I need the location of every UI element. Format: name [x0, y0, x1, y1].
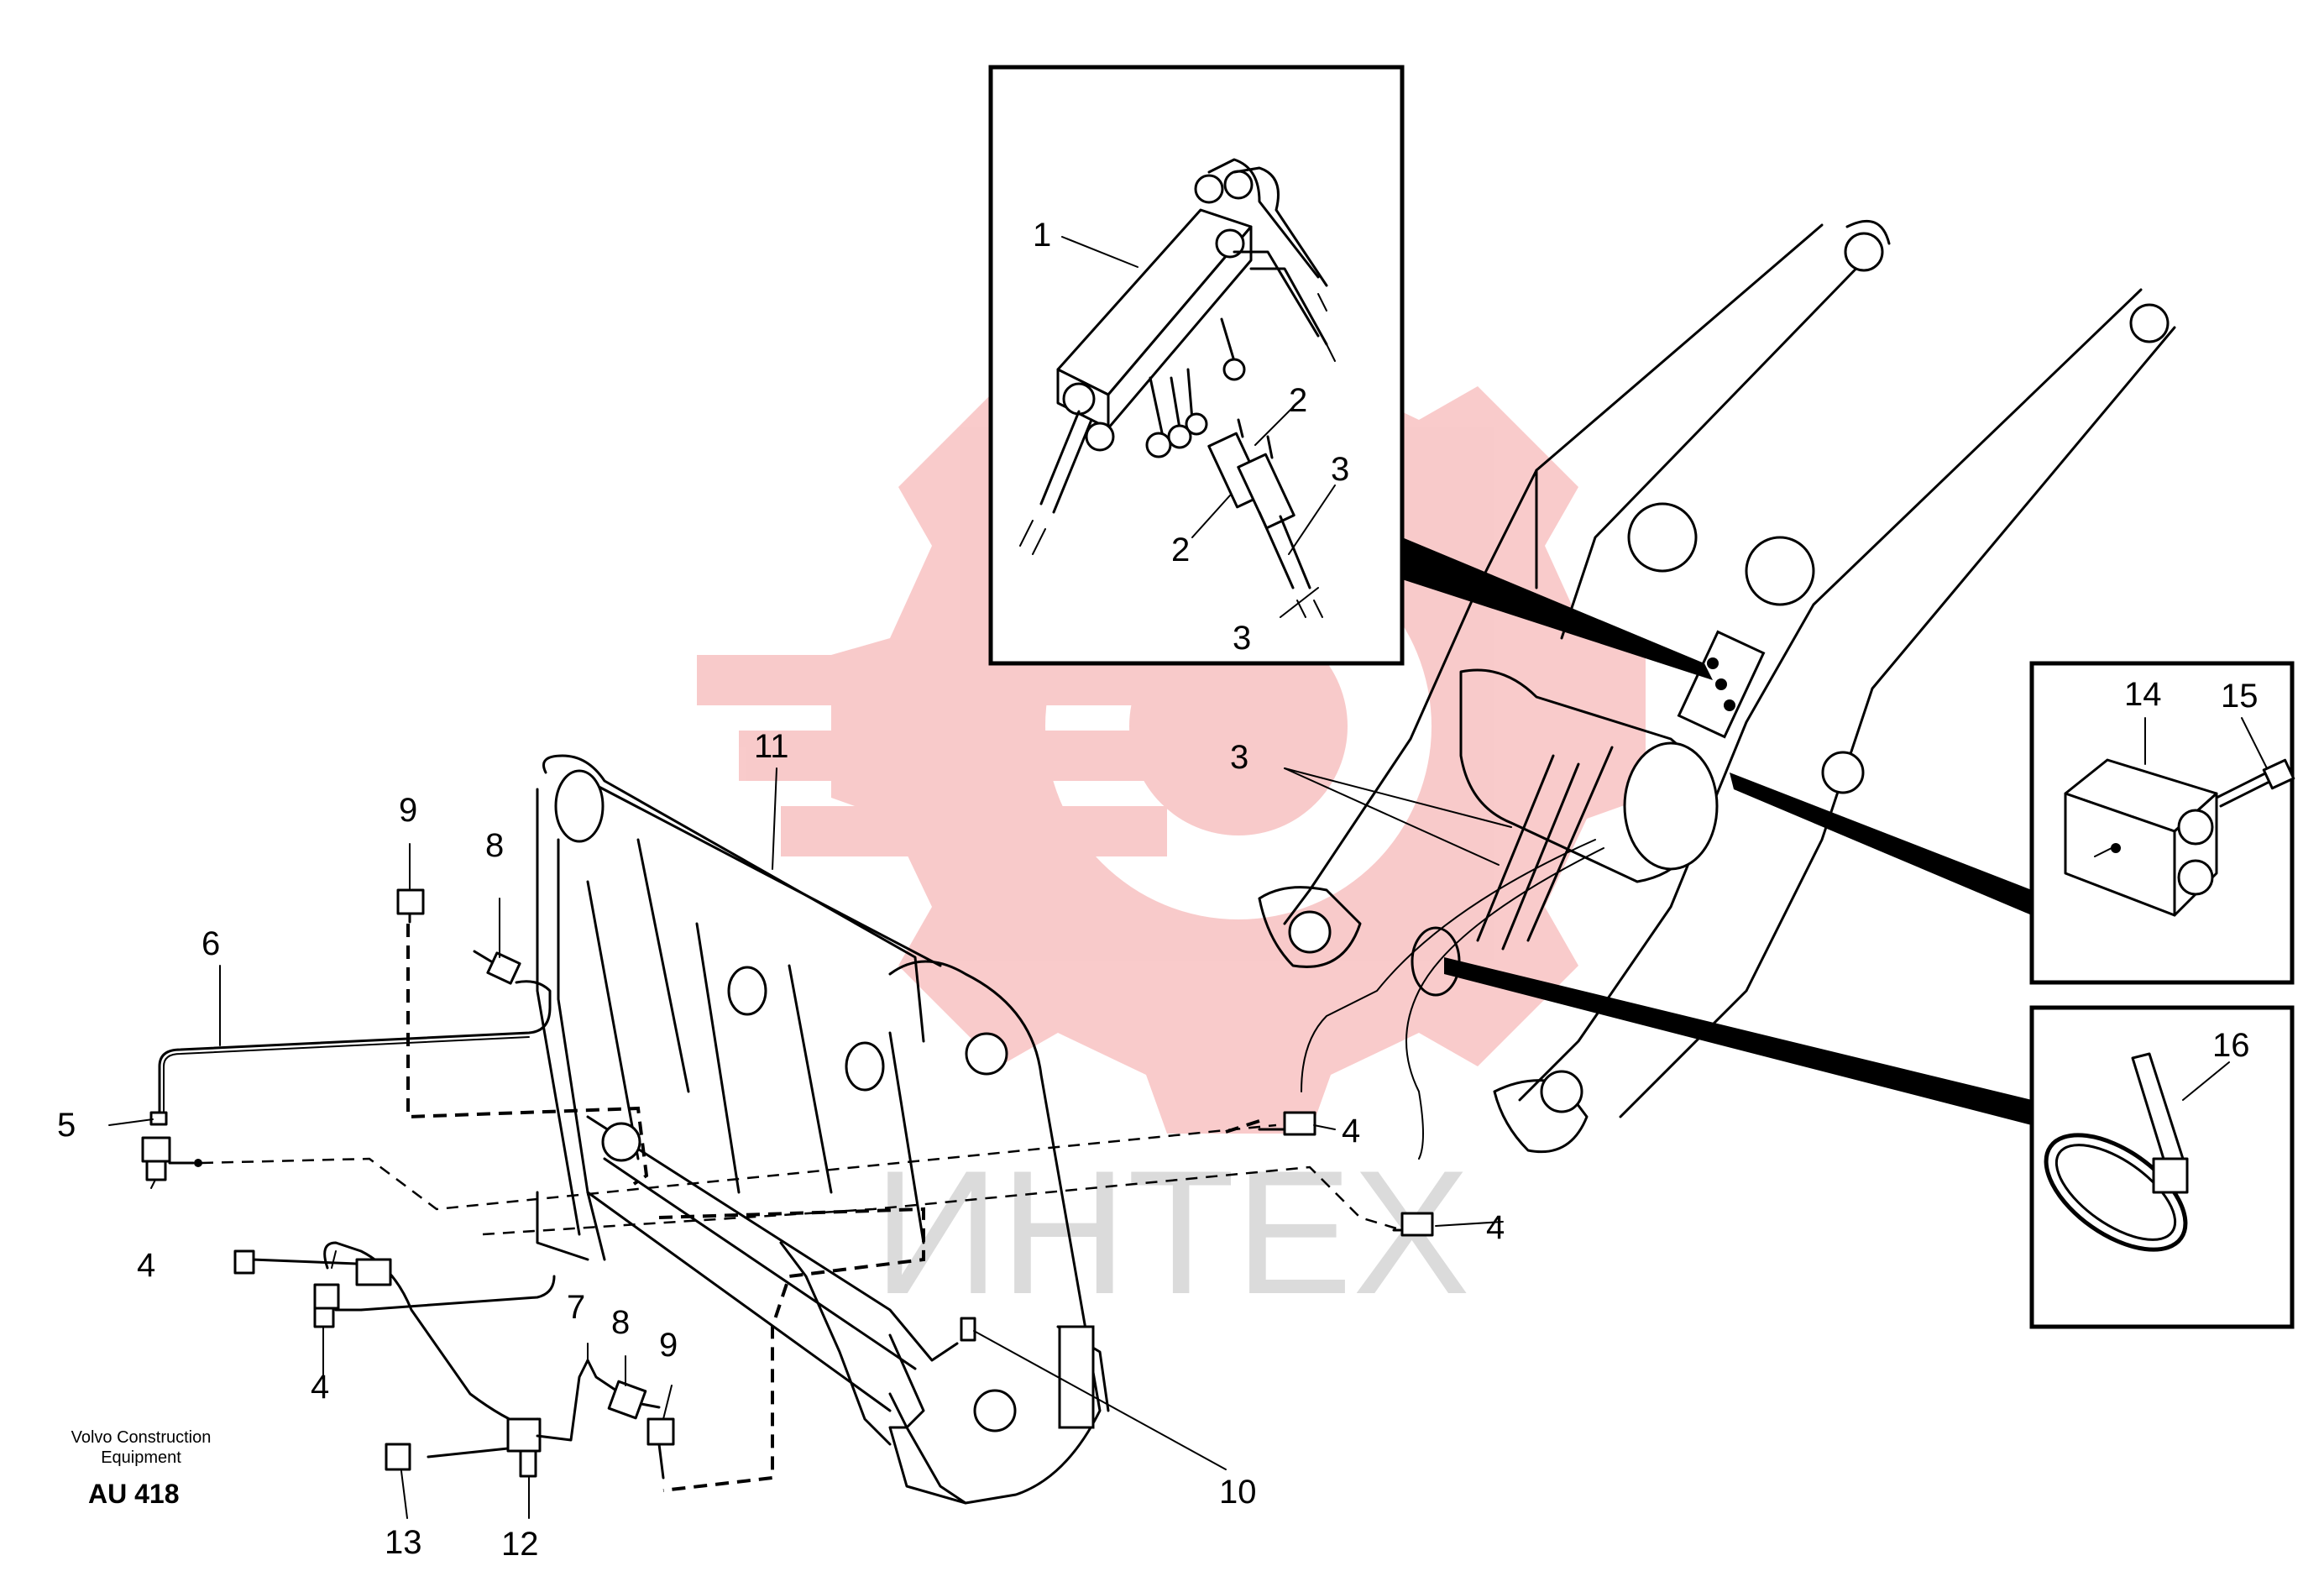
watermark-text: ИНТЕХ: [873, 1134, 1470, 1331]
callout-4-left-lower: 4: [311, 1369, 329, 1406]
publisher-caption: Volvo Construction Equipment AU 418: [71, 1428, 212, 1509]
callout-3-upper: 3: [1331, 451, 1349, 488]
quick-coupler-frame: [536, 754, 1110, 1505]
callout-8-upper: 8: [485, 827, 504, 864]
callout-12: 12: [501, 1526, 539, 1563]
publisher-line-2: Equipment: [101, 1448, 181, 1467]
callout-9-lower: 9: [659, 1327, 678, 1364]
callout-11: 11: [754, 728, 789, 765]
hydraulic-lines: [141, 888, 1403, 1492]
callout-3-lower: 3: [1233, 620, 1251, 657]
callout-7: 7: [567, 1289, 585, 1326]
callout-2-lower: 2: [1171, 532, 1190, 568]
callout-13: 13: [385, 1524, 422, 1561]
callout-5: 5: [57, 1107, 76, 1144]
callout-9-upper: 9: [399, 792, 417, 829]
callout-labels: 1 2 2 3 3 3 4 4 4 4 5 6 7 8 8 9 9 10 11 …: [57, 217, 2259, 1563]
leader-lines: [108, 236, 2268, 1519]
callout-4-left-upper: 4: [137, 1247, 155, 1284]
callout-8-lower: 8: [611, 1304, 630, 1341]
callout-6: 6: [202, 925, 220, 962]
publisher-line-1: Volvo Construction: [71, 1428, 212, 1447]
callout-16: 16: [2212, 1027, 2250, 1064]
callout-3-arm: 3: [1230, 739, 1248, 776]
callout-4-right-lower: 4: [1486, 1209, 1505, 1246]
detail-box-valve: [988, 65, 1713, 680]
callout-2-upper: 2: [1289, 382, 1307, 419]
callout-14: 14: [2124, 676, 2162, 713]
figure-code: AU 418: [88, 1479, 180, 1509]
callout-10: 10: [1219, 1474, 1257, 1511]
callout-4-right-upper: 4: [1342, 1113, 1360, 1150]
detail-box-clamp: [1730, 661, 2295, 985]
callout-15: 15: [2221, 678, 2259, 715]
callout-1: 1: [1033, 217, 1051, 254]
detail-box-cable-tie: [1444, 957, 2295, 1329]
